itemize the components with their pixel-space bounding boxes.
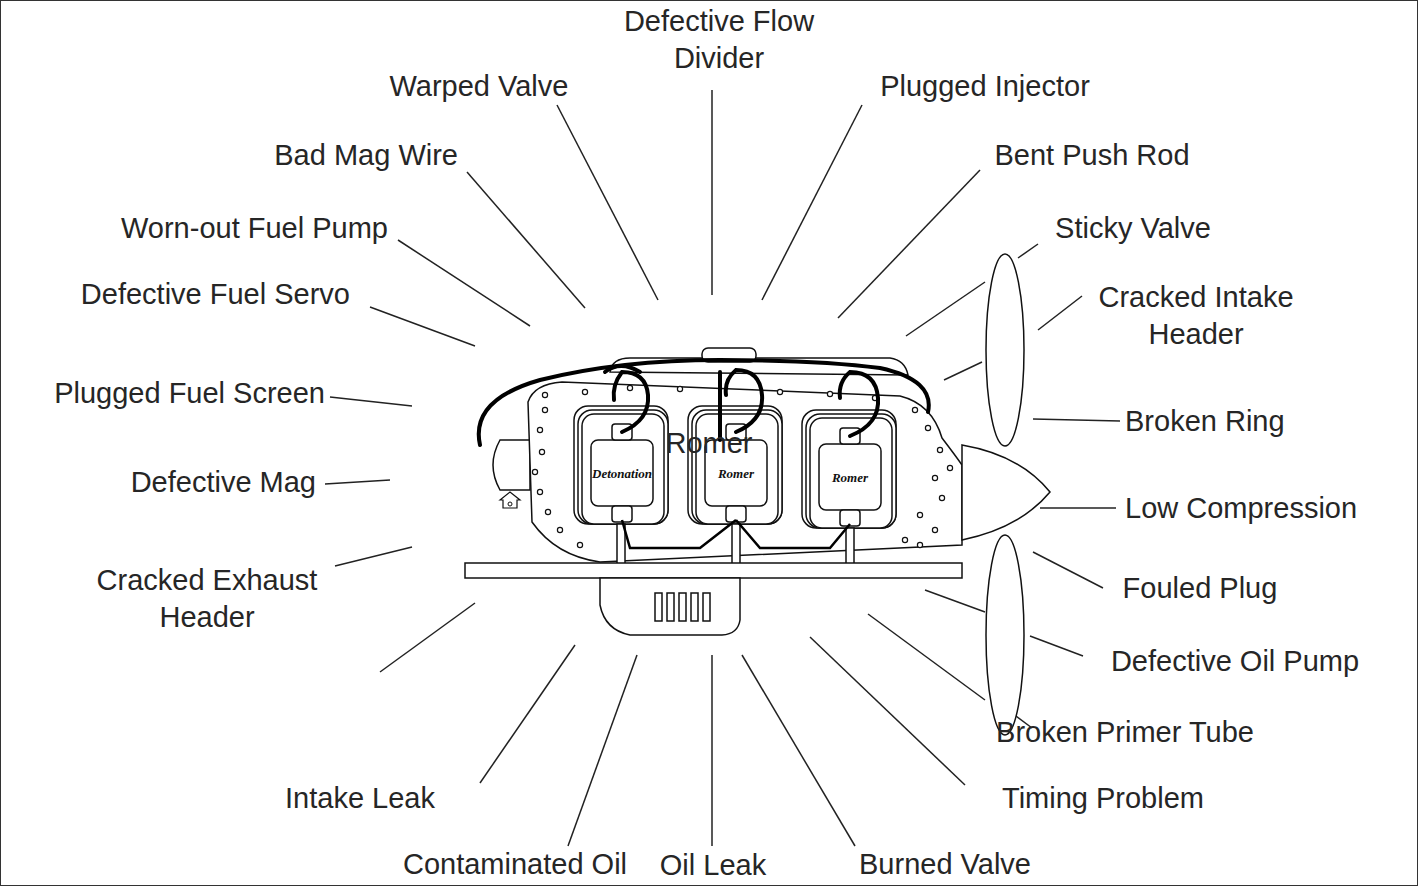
sump-fins	[655, 593, 710, 621]
fault-label: Worn-out Fuel Pump	[121, 210, 388, 247]
rivet	[537, 427, 542, 432]
rivet	[532, 469, 537, 474]
brand-logo: Romer	[718, 466, 754, 481]
rivet	[557, 527, 562, 532]
rivet	[925, 425, 930, 430]
brand-logo: Romer	[832, 470, 868, 485]
rivet	[545, 509, 550, 514]
fault-label: Contaminated Oil	[403, 846, 627, 883]
fault-label: Bent Push Rod	[994, 137, 1189, 174]
fault-label: Defective Fuel Servo	[81, 276, 350, 313]
fault-label: Plugged Injector	[880, 68, 1090, 105]
rivet	[902, 537, 907, 542]
ignition-wires	[622, 520, 850, 548]
rivet	[677, 386, 682, 391]
rivet	[827, 391, 832, 396]
rivet	[917, 512, 922, 517]
brand-logo: Detonation	[592, 466, 652, 481]
fault-label: Bad Mag Wire	[274, 137, 458, 174]
fault-label: Warped Valve	[390, 68, 569, 105]
fault-label: Low Compression	[1125, 490, 1357, 527]
fault-label: Defective Oil Pump	[1111, 643, 1359, 680]
fault-label: Romer	[665, 425, 752, 462]
fault-label: Defective Flow Divider	[594, 3, 844, 77]
rivet	[917, 542, 922, 547]
rivet	[947, 465, 952, 470]
fault-label: Cracked Intake Header	[1071, 279, 1321, 353]
fault-label: Broken Primer Tube	[996, 714, 1254, 751]
rivet	[777, 389, 782, 394]
rivet	[932, 475, 937, 480]
rivet	[939, 495, 944, 500]
rivet	[542, 407, 547, 412]
fault-label: Intake Leak	[285, 780, 435, 817]
engine	[465, 348, 962, 635]
rivet	[937, 447, 942, 452]
fault-label: Burned Valve	[859, 846, 1031, 883]
fault-label: Timing Problem	[1002, 780, 1204, 817]
rivet	[542, 392, 547, 397]
fault-label: Broken Ring	[1125, 403, 1285, 440]
fault-label: Plugged Fuel Screen	[54, 375, 325, 412]
rivet	[537, 489, 542, 494]
fault-label: Sticky Valve	[1055, 210, 1211, 247]
propeller	[962, 254, 1050, 735]
rivet	[539, 449, 544, 454]
rivet	[627, 385, 632, 390]
rivet	[582, 389, 587, 394]
fault-label: Defective Mag	[131, 464, 316, 501]
rivet	[912, 407, 917, 412]
rivet	[577, 542, 582, 547]
rivets	[532, 385, 952, 547]
fault-label: Cracked Exhaust Header	[65, 562, 350, 636]
intake-pipes	[617, 524, 854, 564]
fault-label: Fouled Plug	[1123, 570, 1278, 607]
cylinders	[574, 406, 896, 528]
rivet	[932, 527, 937, 532]
fault-label: Oil Leak	[660, 847, 766, 884]
